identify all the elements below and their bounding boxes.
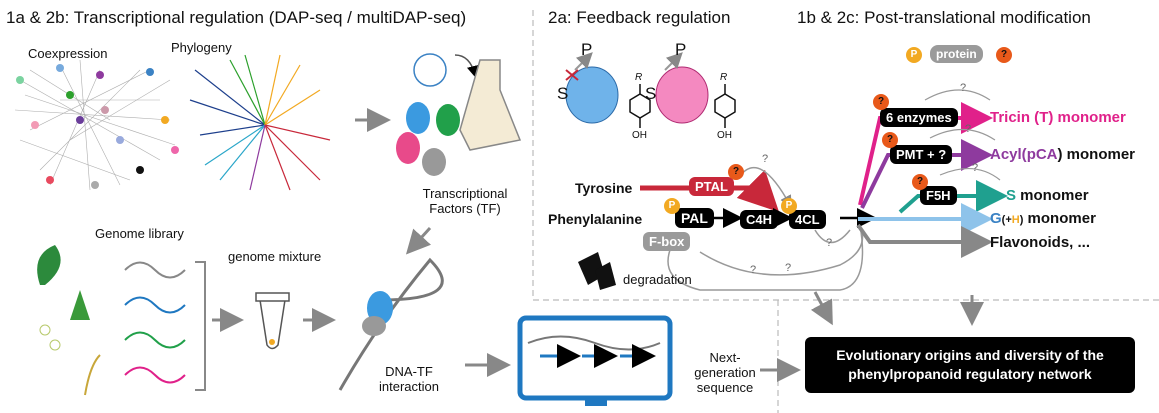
pal-enzyme: PAL: [675, 208, 714, 228]
genome-mixture-label: genome mixture: [228, 249, 322, 264]
r-group-label-right: R: [720, 72, 728, 83]
tyrosine-label: Tyrosine: [575, 180, 633, 196]
unknown-regulator-icon: ?: [873, 94, 889, 110]
g-monomer-label: G(+H) monomer: [990, 210, 1096, 227]
phenylalanine-label: Phenylalanine: [548, 211, 643, 227]
unknown-link-label: ?: [750, 264, 757, 276]
unknown-link-label: ?: [972, 162, 979, 174]
dna-tf-label: DNA-TF interaction: [379, 364, 439, 394]
oh-label-left: OH: [632, 130, 647, 141]
s-monomer-label: S monomer: [1006, 187, 1089, 204]
branch-acyl: [860, 139, 993, 209]
ngs-monitor-icon: [517, 315, 673, 406]
fbox-protein: F-box: [643, 232, 691, 251]
unknown-link-label: ?: [960, 82, 967, 94]
bracket: [195, 261, 206, 391]
phospho-label-left: P: [581, 40, 593, 59]
tf-label: Transcriptional Factors (TF): [422, 186, 508, 216]
acyl-monomer-label: Acyl(pCA) monomer: [990, 146, 1136, 163]
degradation-icon: [578, 252, 616, 290]
c4h-enzyme: C4H: [740, 210, 779, 229]
unknown-regulator-icon: ?: [912, 174, 928, 190]
flavonoids-label: Flavonoids, ...: [990, 234, 1091, 251]
unknown-link-label: ?: [965, 123, 972, 135]
pmt-box: PMT + ?: [890, 145, 953, 164]
six-enzymes-box: 6 enzymes: [880, 108, 958, 127]
branch-flavonoids: [856, 223, 993, 258]
unknown-regulator-icon: ?: [882, 132, 898, 148]
r-group-label-left: R: [635, 72, 643, 83]
coexpression-network-icon: [14, 59, 179, 191]
4cl-enzyme: 4CL: [789, 210, 826, 229]
section-dividers: [532, 10, 1159, 413]
conclusion-box: Evolutionary origins and diversity of th…: [805, 337, 1135, 393]
enzyme-protein-icons: [565, 52, 709, 124]
substrate-label-right: S: [645, 84, 657, 103]
ptal-arrow: [640, 169, 780, 213]
plasmid-flask-icon: [413, 53, 522, 151]
phylogeny-label: Phylogeny: [171, 40, 232, 55]
tricin-monomer-label: Tricin (T) monomer: [990, 109, 1126, 126]
section-title-ptm: 1b & 2c: Post-translational modification: [797, 8, 1091, 27]
genome-library-label: Genome library: [95, 226, 184, 241]
protein-legend: protein: [930, 45, 983, 63]
section-title-feedback: 2a: Feedback regulation: [548, 8, 731, 27]
branch-s: [898, 180, 1008, 214]
unknown-link-label: ?: [785, 262, 792, 274]
unknown-link-label: ?: [762, 153, 769, 165]
phylogeny-tree-icon: [189, 54, 331, 191]
dna-tf-interaction-icon: [338, 257, 444, 391]
f5h-enzyme: F5H: [920, 186, 957, 205]
phospho-legend-icon: P: [906, 47, 922, 63]
phospho-label-right: P: [675, 40, 687, 59]
coexpression-label: Coexpression: [28, 46, 108, 61]
unknown-regulator-icon: ?: [728, 164, 744, 180]
oh-label-right: OH: [717, 130, 732, 141]
unknown-legend-icon: ?: [996, 47, 1012, 63]
ngs-label: Next- generation sequence: [694, 350, 756, 395]
degradation-label: degradation: [623, 272, 692, 287]
section-title-transcriptional: 1a & 2b: Transcriptional regulation (DAP…: [6, 8, 467, 27]
dna-helix-icons: [124, 261, 186, 384]
substrate-label-left: S: [557, 84, 569, 103]
tf-protein-icons: [396, 102, 460, 176]
plant-icons: [37, 245, 101, 396]
phospho-site-icon: P: [664, 198, 680, 214]
ptal-enzyme: PTAL: [689, 177, 734, 196]
tyrosine-structure-icon: [629, 84, 736, 128]
phospho-site-icon: P: [781, 198, 797, 214]
tube-icon: [255, 292, 290, 350]
unknown-link-label: ?: [826, 237, 833, 249]
